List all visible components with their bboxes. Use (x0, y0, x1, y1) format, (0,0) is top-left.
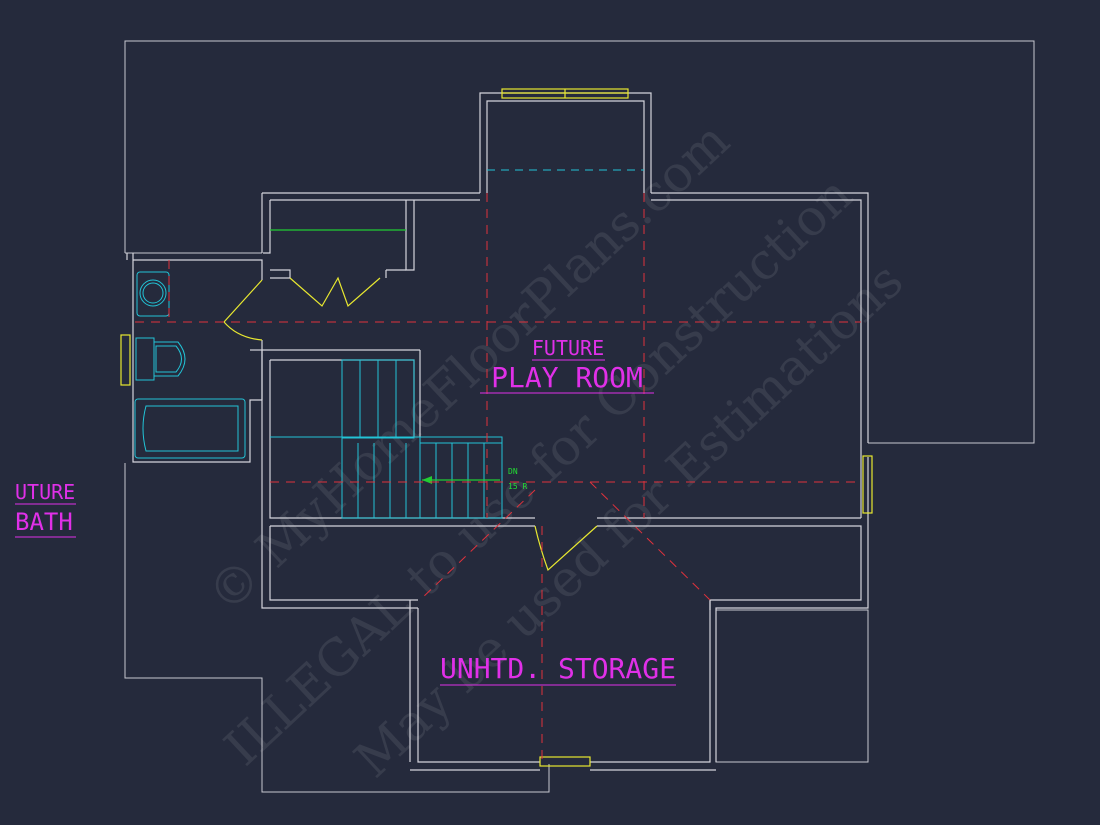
window-playroom-right (862, 455, 873, 514)
bath-label-line2: BATH (15, 508, 73, 536)
room-labels: FUTURE PLAY ROOM UNHTD. STORAGE UTURE BA… (15, 336, 676, 686)
window-bath (120, 334, 131, 386)
stair-direction: DN (508, 467, 518, 476)
watermark: © MyHomeFloorPlans.com ILLEGAL to use fo… (197, 111, 914, 789)
storage-label: UNHTD. STORAGE (440, 652, 676, 685)
play-room-label-line1: FUTURE (532, 336, 604, 360)
stair-risers: 15 R (508, 482, 527, 491)
staircase: DN 15 R (270, 359, 527, 519)
play-room-label-line2: PLAY ROOM (491, 361, 643, 394)
closet-bifold-doors (289, 276, 381, 308)
window-storage (539, 756, 591, 767)
bath-label-line1: UTURE (15, 480, 75, 504)
bath-fixtures (134, 271, 246, 459)
roof-lines (135, 169, 861, 762)
bath-door (223, 279, 263, 341)
